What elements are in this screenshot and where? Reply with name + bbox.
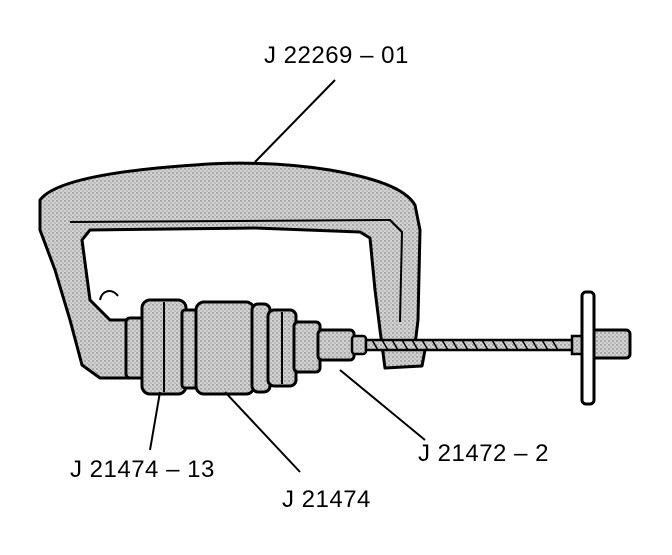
leader-body bbox=[224, 391, 301, 473]
t-handle bbox=[570, 290, 632, 406]
label-adapter-left: J 21474 – 13 bbox=[70, 456, 215, 483]
leader-screw-adapter bbox=[339, 369, 426, 441]
label-body: J 21474 bbox=[282, 486, 371, 513]
leader-frame bbox=[254, 79, 336, 163]
body-21474 bbox=[180, 300, 298, 396]
threaded-rod bbox=[364, 338, 576, 352]
label-screw-adapter: J 21472 – 2 bbox=[418, 440, 549, 467]
leader-lines bbox=[149, 79, 426, 473]
adapter-21474-13 bbox=[124, 298, 188, 396]
leader-adapter-left bbox=[149, 391, 161, 451]
label-frame: J 22269 – 01 bbox=[264, 42, 409, 69]
screw-adapter-21472-2 bbox=[292, 320, 368, 374]
